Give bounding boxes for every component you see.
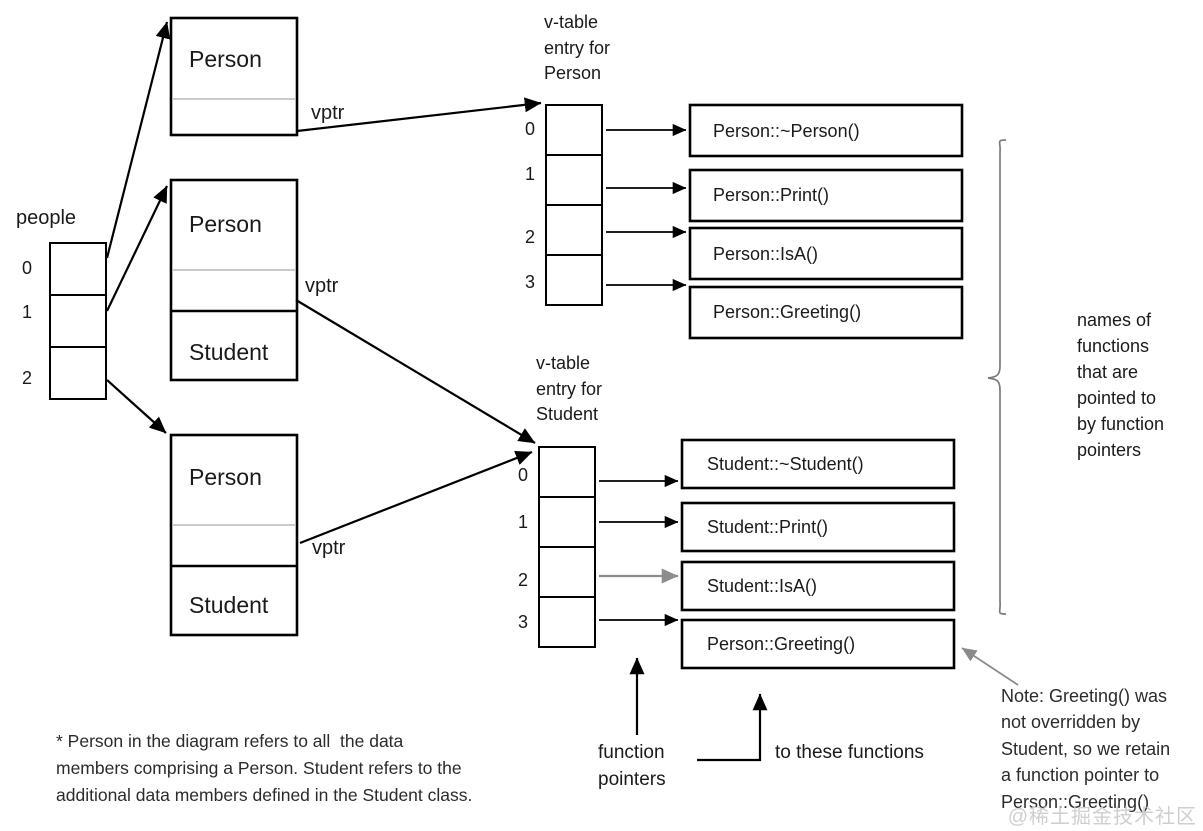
- people-array-label: people: [16, 207, 77, 229]
- note-arrow: [961, 647, 1019, 686]
- people-index-2: 2: [22, 368, 33, 388]
- vtable-student-slot-1: [538, 496, 596, 548]
- person-function-boxes: [688, 103, 964, 340]
- object-box-0-vptr-label: vptr: [311, 102, 345, 124]
- watermark: @稀土掘金技术社区: [1007, 806, 1197, 828]
- student-function-boxes: [680, 438, 956, 670]
- vtable-person-index-0: 0: [525, 119, 536, 139]
- vtable-person-slot-1: [545, 154, 603, 206]
- vtable-student-index-0: 0: [518, 465, 529, 485]
- object-box-1-vptr-label: vptr: [305, 275, 339, 297]
- vtable-person-index-1: 1: [525, 164, 536, 184]
- function-label-person-3: Person::Greeting(): [713, 302, 862, 322]
- pointer-arrow-people2: [106, 379, 167, 434]
- function-box-person-1: [688, 168, 964, 223]
- to-these-functions-arrow: [697, 693, 768, 762]
- brace-annotation-text: names of functions that are pointed to b…: [1077, 310, 1165, 460]
- people-cell-1: [49, 294, 107, 348]
- vtable-student-cells: [538, 446, 596, 648]
- function-label-student-3: Person::Greeting(): [707, 634, 856, 654]
- vtable-person-slot-0: [545, 104, 603, 156]
- function-box-student-2: [680, 560, 956, 612]
- people-array: [49, 242, 107, 400]
- object-box-0: [169, 16, 299, 137]
- function-box-person-0: [688, 103, 964, 158]
- greeting-note-text: Note: Greeting() was not overridden by S…: [1001, 686, 1171, 812]
- people-cell-0: [49, 242, 107, 296]
- vtable-student-index-3: 3: [518, 612, 529, 632]
- object-box-0-title: Person: [189, 46, 262, 72]
- vtable-person-slot-2: [545, 204, 603, 256]
- vptr-arrow-0: [296, 97, 542, 133]
- function-label-person-2: Person::IsA(): [713, 244, 819, 264]
- object-box-2-title: Person: [189, 464, 262, 490]
- to-these-functions-label: to these functions: [775, 742, 924, 763]
- function-box-person-3: [688, 285, 964, 340]
- vptr-arrow-2: [299, 450, 533, 545]
- function-label-student-2: Student::IsA(): [707, 576, 818, 596]
- vtable-student-slot-0: [538, 446, 596, 498]
- function-box-student-0: [680, 438, 956, 490]
- function-box-student-1: [680, 501, 956, 553]
- vtable-student-index-2: 2: [518, 570, 529, 590]
- vtable-person-cells: [545, 104, 603, 306]
- function-label-person-0: Person::~Person(): [713, 121, 860, 141]
- vptr-arrow-1: [295, 299, 536, 444]
- vtable-student-slot-3: [538, 596, 596, 648]
- vtable-student-index-1: 1: [518, 512, 529, 532]
- vtable-student-slot-2: [538, 546, 596, 598]
- function-label-student-0: Student::~Student(): [707, 454, 864, 474]
- vtable-person-slot-3: [545, 254, 603, 306]
- vtable-student-caption: v-table entry for Student: [536, 353, 603, 425]
- object-box-1-title: Person: [189, 211, 262, 237]
- function-label-person-1: Person::Print(): [713, 185, 830, 205]
- function-label-student-1: Student::Print(): [707, 517, 829, 537]
- object-box-2-vptr-label: vptr: [312, 537, 346, 559]
- footnote-text: * Person in the diagram refers to all th…: [56, 731, 473, 805]
- people-index-1: 1: [22, 302, 33, 322]
- function-box-student-3: [680, 618, 956, 670]
- object-box-2: [169, 433, 299, 637]
- function-box-person-2: [688, 226, 964, 281]
- object-box-1-subtitle: Student: [189, 339, 269, 365]
- people-index-0: 0: [22, 258, 33, 278]
- grouping-brace: [987, 139, 1007, 615]
- vtable-person-index-2: 2: [525, 227, 536, 247]
- vtable-person-caption: v-table entry for Person: [544, 12, 611, 84]
- people-cell-2: [49, 346, 107, 400]
- object-box-2-subtitle: Student: [189, 592, 269, 618]
- pointer-arrow-people1: [106, 185, 168, 312]
- function-pointers-label: function pointers: [598, 742, 666, 790]
- object-box-1: [169, 178, 299, 382]
- pointer-arrow-people0: [105, 21, 171, 259]
- vtable-person-index-3: 3: [525, 272, 536, 292]
